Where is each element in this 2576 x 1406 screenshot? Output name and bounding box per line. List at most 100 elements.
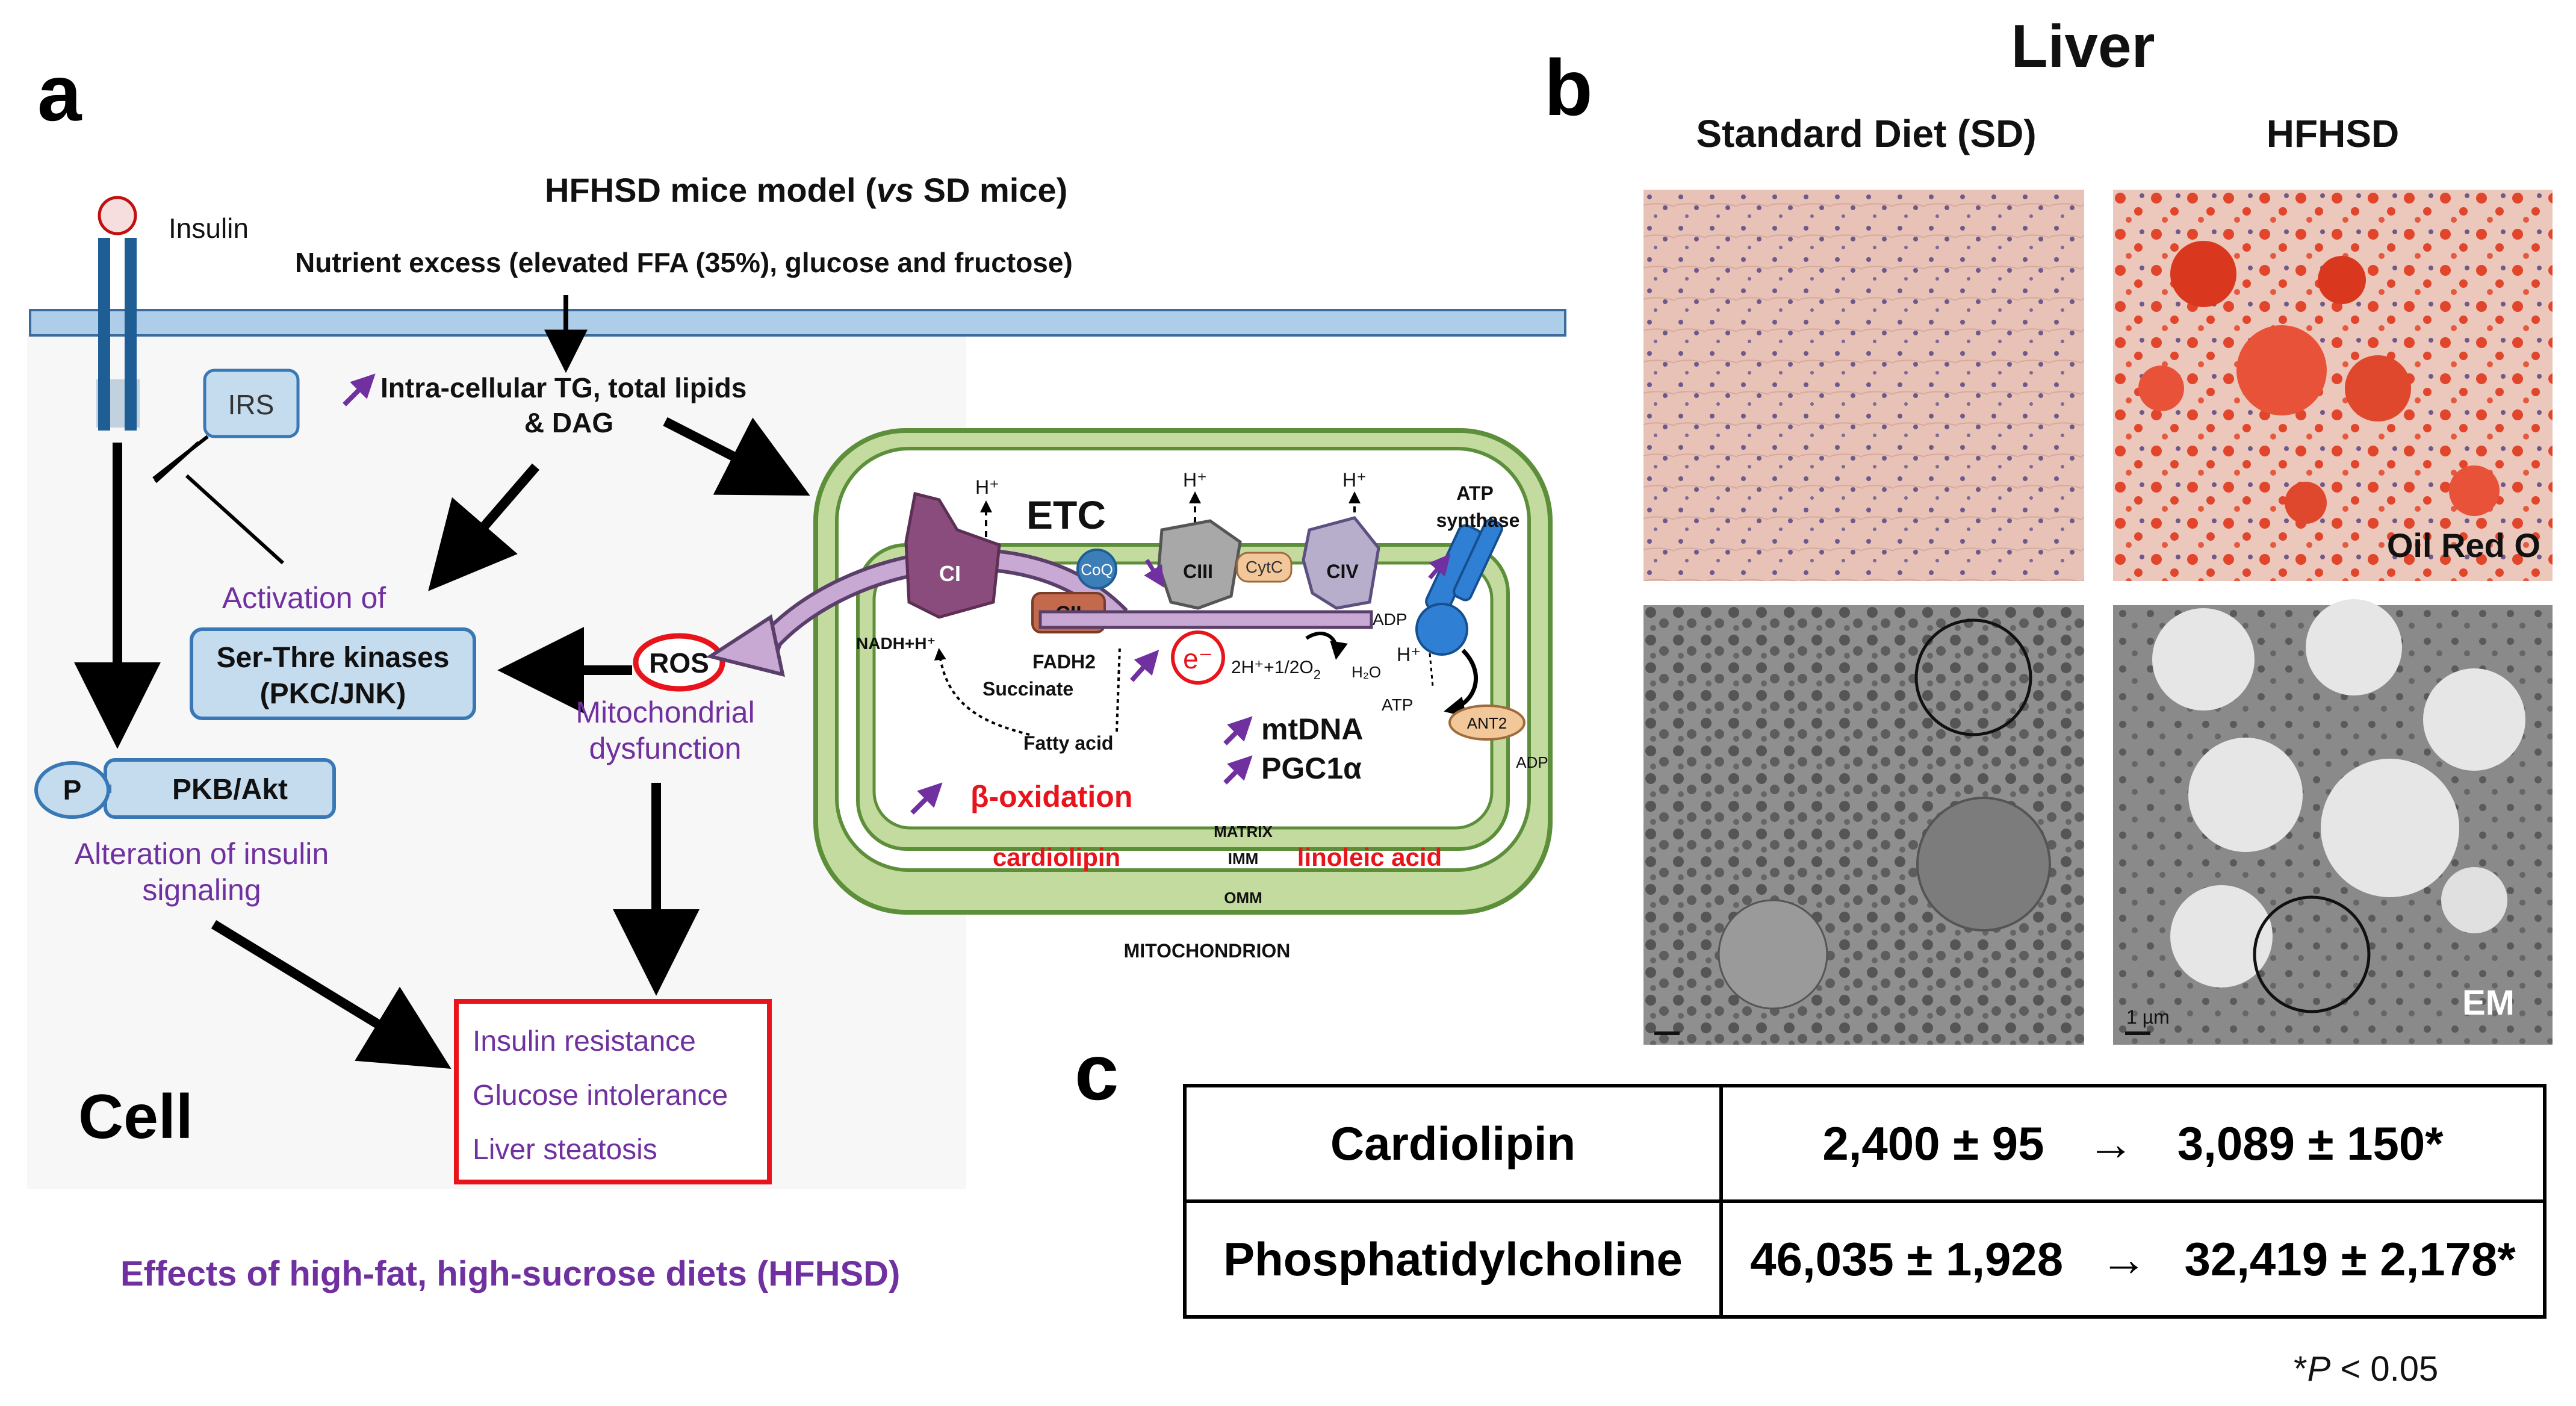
h-plus-civ: H⁺: [1342, 469, 1367, 491]
matrix-label: MATRIX: [1214, 823, 1273, 841]
plasma-membrane: [29, 309, 1566, 337]
oxygen-reaction: 2H⁺+1/2O2: [1231, 658, 1321, 682]
kinase-line1: Ser-Thre kinases: [217, 642, 450, 674]
sd-oil-red-image: [1643, 190, 2084, 581]
cytc-label: CytC: [1246, 558, 1283, 576]
kinase-box: [190, 627, 476, 720]
panel-a-diagram: a HFHSD mice model (vs SD mice) Nutrient…: [29, 49, 1566, 1293]
nutrient-excess-label: Nutrient excess (elevated FFA (35%), glu…: [295, 247, 1073, 278]
value-before: 46,035 ± 1,928: [1750, 1232, 2064, 1286]
beta-ox-increase-arrow: [910, 782, 943, 815]
cell-label: Cell: [78, 1082, 193, 1152]
electron-transport-bar: [1038, 610, 1373, 629]
linoleic-label: linoleic acid: [1297, 843, 1442, 871]
beta-oxidation-label: β-oxidation: [970, 780, 1132, 813]
pkb-label: PKB/Akt: [172, 774, 288, 806]
col-header-hfhsd: HFHSD: [2266, 112, 2400, 155]
atp-synthase: [1415, 518, 1503, 656]
activation-label: Activation of: [222, 581, 386, 615]
ciii-increase-arrow: [1144, 559, 1164, 588]
succinate-label: Succinate: [982, 678, 1073, 700]
value-before: 2,400 ± 95: [1822, 1116, 2044, 1170]
lipid-name-cell: Phosphatidylcholine: [1183, 1199, 1723, 1319]
panel-b-images: Oil Red O 1 µm EM: [1643, 190, 2553, 1045]
panel-b-letter: b: [1544, 43, 1593, 132]
table-row: Cardiolipin 2,400 ± 95 → 3,089 ± 150*: [1183, 1084, 2547, 1203]
outcomes-box: [454, 999, 772, 1184]
fatty-acid-dotted-arrow: [934, 648, 1030, 736]
table-row: Phosphatidylcholine 46,035 ± 1,928 → 32,…: [1183, 1199, 2547, 1319]
panel-c-letter: c: [1075, 1028, 1119, 1116]
atp-synthase-line1: ATP: [1456, 482, 1494, 504]
sd-em-highlight-circle: [1914, 618, 2032, 736]
oil-red-o-label: Oil Red O: [2387, 526, 2540, 564]
nadh-label: NADH+H⁺: [856, 634, 936, 653]
em-lipid-vacuoles: [2152, 599, 2525, 988]
mtdna-increase-arrow: [1223, 716, 1253, 745]
electron-circle: [1171, 630, 1225, 685]
mtdna-label: mtDNA: [1261, 712, 1363, 746]
lipid-name-cell: Cardiolipin: [1183, 1084, 1723, 1203]
fatty-acid-label: Fatty acid: [1023, 732, 1113, 754]
insulin-label: Insulin: [169, 213, 249, 244]
omm-label: OMM: [1224, 889, 1262, 907]
insulin-molecule: [98, 196, 137, 235]
lipid-table: Cardiolipin 2,400 ± 95 → 3,089 ± 150* Ph…: [1183, 1084, 2547, 1319]
panel-a-letter: a: [37, 49, 82, 137]
mito-dysfunction-line2: dysfunction: [589, 732, 742, 765]
pgc-increase-arrow: [1223, 755, 1253, 785]
lipid-droplets: [2138, 241, 2500, 524]
complex-iv-label: CIV: [1326, 561, 1359, 582]
value-after: 3,089 ± 150*: [2177, 1116, 2444, 1170]
tg-label-line1: Intra-cellular TG, total lipids: [380, 372, 746, 403]
col-header-sd: Standard Diet (SD): [1696, 112, 2037, 155]
cardiolipin-label: cardiolipin: [993, 843, 1120, 871]
coq-label: CoQ: [1081, 561, 1113, 579]
imm-label: IMM: [1228, 850, 1259, 868]
outcome-insulin-resistance: Insulin resistance: [473, 1025, 696, 1057]
cytc-shape: [1236, 552, 1293, 583]
p-value-footnote: *P < 0.05: [2294, 1349, 2439, 1389]
complex-i-shape: [904, 491, 1001, 619]
adp-out-label: ADP: [1516, 753, 1548, 771]
irs-box: [203, 369, 300, 438]
tg-increase-arrow: [343, 373, 376, 406]
irs-label: IRS: [228, 389, 275, 420]
outcome-glucose-intolerance: Glucose intolerance: [473, 1080, 728, 1112]
ros-oval: [633, 633, 725, 692]
h-plus-ciii: H⁺: [1183, 469, 1207, 491]
complex-iv-shape: [1302, 516, 1380, 610]
fadh2-label: FADH2: [1032, 651, 1096, 673]
alteration-line2: signaling: [142, 873, 261, 907]
scale-bar-label: 1 µm: [2126, 1006, 2170, 1028]
ant2-label: ANT2: [1467, 714, 1507, 732]
mito-dysfunction-line1: Mitochondrial: [576, 695, 754, 729]
change-arrow: →: [2087, 1116, 2135, 1170]
electron-label: e⁻: [1183, 643, 1213, 674]
lipid-change-cell: 46,035 ± 1,928 → 32,419 ± 2,178*: [1719, 1199, 2547, 1319]
h-plus-ci: H⁺: [975, 476, 999, 498]
phospho-label: P: [63, 774, 82, 806]
atp-synthase-increase-arrow: [1428, 553, 1451, 580]
atp-synthase-line2: synthase: [1436, 509, 1520, 531]
ros-label: ROS: [649, 647, 709, 679]
lipid-change-cell: 2,400 ± 95 → 3,089 ± 150*: [1719, 1084, 2547, 1203]
phospho-circle: [34, 761, 110, 819]
tg-label-line2: & DAG: [524, 407, 613, 438]
em-label: EM: [2462, 983, 2515, 1022]
outcome-liver-steatosis: Liver steatosis: [473, 1134, 657, 1166]
ant2-shape: [1448, 705, 1525, 741]
value-after: 32,419 ± 2,178*: [2184, 1232, 2516, 1286]
electron-increase-arrow: [1130, 650, 1159, 682]
coq-circle: [1076, 549, 1117, 589]
h2o-label: H₂O: [1352, 663, 1381, 681]
atp-label: ATP: [1382, 695, 1413, 714]
hfhsd-em-highlight-circle: [2253, 895, 2371, 1013]
pgc-label: PGC1α: [1261, 751, 1362, 785]
insulin-receptor: [96, 196, 140, 431]
adp-label: ADP: [1373, 610, 1407, 629]
alteration-line1: Alteration of insulin: [75, 837, 329, 871]
liver-title: Liver: [2011, 13, 2155, 80]
panel-a-caption: Effects of high-fat, high-sucrose diets …: [120, 1254, 900, 1293]
